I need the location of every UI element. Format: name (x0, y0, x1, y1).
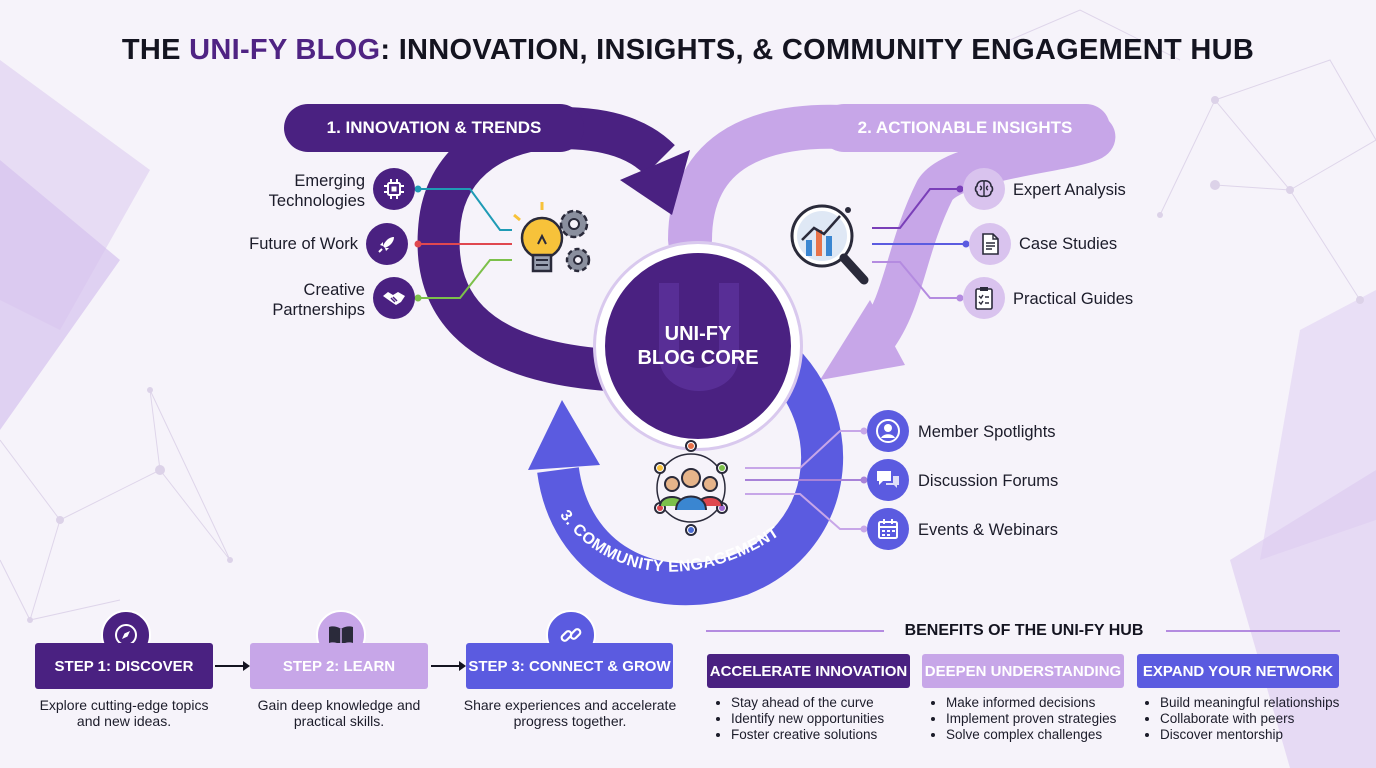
clipboard-icon (963, 277, 1005, 319)
list-item: Make informed decisions (946, 695, 1146, 711)
step-1-desc-line-2: and new ideas. (76, 713, 172, 729)
list-item: Solve complex challenges (946, 727, 1146, 743)
benefit-list-1: Stay ahead of the curve Identify new opp… (717, 695, 931, 743)
insights-arrowhead (820, 300, 905, 380)
list-item: Foster creative solutions (731, 727, 931, 743)
list-item: Implement proven strategies (946, 711, 1146, 727)
people-network-icon (654, 440, 728, 536)
title-brand: UNI-FY BLOG (189, 34, 381, 66)
core-line-1: UNI-FY (664, 323, 732, 345)
list-item: Collaborate with peers (1160, 711, 1375, 727)
innovation-arrowhead (620, 150, 690, 215)
insights-label: 2. ACTIONABLE INSIGHTS (820, 104, 1110, 152)
blog-core: UNI-FY BLOG CORE (596, 244, 800, 448)
title-prefix: THE (121, 34, 190, 66)
step-2-desc-line-1: Gain deep knowledge and (257, 697, 421, 713)
step-arrows (215, 661, 466, 671)
benefit-expand-network: EXPAND YOUR NETWORK (1137, 654, 1339, 688)
community-arc (537, 345, 844, 606)
step-2-desc-line-2: practical skills. (293, 713, 385, 729)
connector-creative-partnerships (418, 259, 512, 299)
benefits-title: BENEFITS OF THE UNI-FY HUB (904, 622, 1144, 639)
lightbulb-gears-icon (513, 202, 591, 273)
benefits-divider (706, 630, 1340, 632)
connector-expert-analysis (872, 188, 960, 229)
step-2-learn: STEP 2: LEARN (250, 643, 428, 689)
handshake-icon (373, 277, 415, 319)
chip-icon (373, 168, 415, 210)
calendar-icon (867, 508, 909, 550)
item-practical-guides: Practical Guides (1013, 290, 1134, 308)
step-1-desc-line-1: Explore cutting-edge topics (39, 697, 209, 713)
list-item: Identify new opportunities (731, 711, 931, 727)
rocket-icon (366, 223, 408, 265)
user-circle-icon (867, 410, 909, 452)
step-3-desc-line-1: Share experiences and accelerate (463, 697, 677, 713)
step-3-desc-line-2: progress together. (513, 713, 627, 729)
item-future-of-work: Future of Work (249, 235, 358, 253)
item-creative-partnerships: Creative Partnerships (272, 281, 365, 319)
connector-member-spotlights (745, 430, 864, 469)
item-case-studies: Case Studies (1019, 235, 1118, 253)
list-item: Discover mentorship (1160, 727, 1375, 743)
connector-practical-guides (872, 261, 960, 299)
benefit-list-3: Build meaningful relationships Collabora… (1146, 695, 1375, 743)
magnifier-chart-icon (790, 204, 869, 285)
innovation-label: 1. INNOVATION & TRENDS (284, 104, 584, 152)
community-arrowhead (528, 400, 600, 470)
page-title: THE UNI-FY BLOG: INNOVATION, INSIGHTS, &… (0, 34, 1376, 67)
connector-emerging-technologies (418, 188, 512, 231)
item-member-spotlights: Member Spotlights (918, 423, 1056, 441)
step-3-connect-grow: STEP 3: CONNECT & GROW (466, 643, 673, 689)
item-discussion-forums: Discussion Forums (918, 472, 1059, 490)
list-item: Stay ahead of the curve (731, 695, 931, 711)
brain-icon (963, 168, 1005, 210)
list-item: Build meaningful relationships (1160, 695, 1375, 711)
step-1-discover: STEP 1: DISCOVER (35, 643, 213, 689)
benefit-deepen-understanding: DEEPEN UNDERSTANDING (922, 654, 1124, 688)
benefit-accelerate-innovation: ACCELERATE INNOVATION (707, 654, 910, 688)
item-expert-analysis: Expert Analysis (1013, 181, 1126, 199)
benefit-list-2: Make informed decisions Implement proven… (932, 695, 1146, 743)
chat-bubbles-icon (867, 459, 909, 501)
core-text: UNI-FY BLOG CORE (637, 322, 758, 370)
item-events-webinars: Events & Webinars (918, 521, 1059, 539)
uni-fy-logo-icon (659, 283, 739, 391)
step-2-description: Gain deep knowledge and practical skills… (235, 697, 443, 729)
step-3-description: Share experiences and accelerate progres… (455, 697, 685, 729)
step-1-description: Explore cutting-edge topics and new idea… (20, 697, 228, 729)
core-line-2: BLOG CORE (637, 347, 759, 369)
connector-events-webinars (745, 493, 864, 530)
item-emerging-technologies: Emerging Technologies (268, 172, 365, 210)
title-suffix: : INNOVATION, INSIGHTS, & COMMUNITY ENGA… (380, 34, 1255, 66)
document-icon (969, 223, 1011, 265)
